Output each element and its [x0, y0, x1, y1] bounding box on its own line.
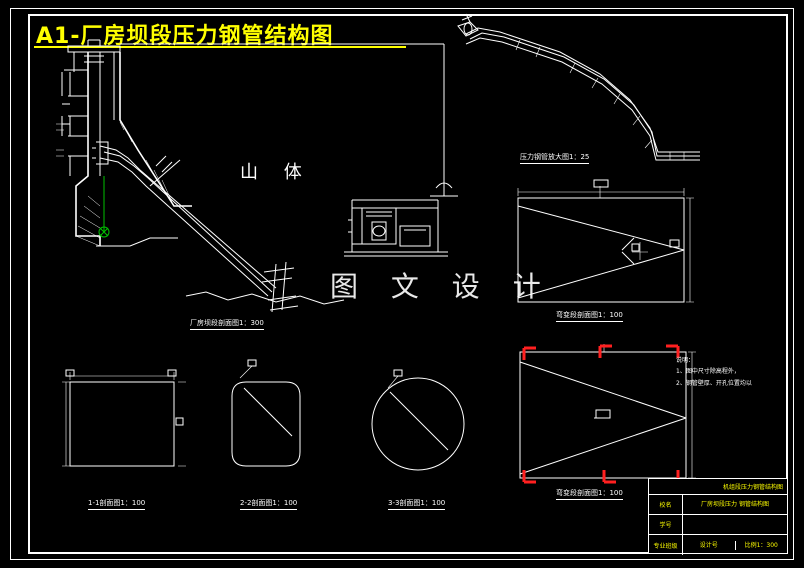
title-block-label-1: 校名: [649, 495, 683, 514]
notes-line-2: 2、钢管壁厚、开孔位置均以: [676, 379, 752, 387]
caption-bend-section-2: 弯变段剖面图1：100: [556, 488, 623, 500]
title-underline: [34, 46, 406, 48]
watermark-center: 图 文 设 计: [330, 270, 553, 303]
title-block-label-2: 学号: [649, 515, 683, 534]
title-block-sub-design-no: 设计号: [683, 540, 736, 550]
notes-block: 说明： 1、图中尺寸除高程外， 2、钢管壁厚、开孔位置均以: [676, 355, 752, 389]
caption-section-2-2: 2-2剖面图1：100: [240, 498, 298, 510]
caption-plant-section: 厂房坝段剖面图1：300: [190, 318, 264, 330]
title-block-header: 机组段压力钢管结构图: [649, 479, 787, 495]
bend-section-2-drawing: [519, 344, 696, 484]
penstock-profile-drawing: [457, 13, 700, 161]
title-block-value-3: 设计号 比例1：300: [683, 535, 787, 555]
sheet-border-outer: [10, 8, 794, 560]
dam-section-drawing: [56, 39, 458, 313]
section-2-2-drawing: [231, 359, 301, 467]
notes-heading: 说明：: [676, 357, 695, 364]
section-1-1-drawing: [62, 369, 186, 467]
caption-bend-section-1: 弯变段剖面图1：100: [556, 310, 623, 322]
title-block-value-2: [683, 515, 787, 534]
title-block-row-2: 学号: [649, 515, 787, 535]
title-block-value-1: 厂房坝段压力 钢管结构图: [701, 501, 769, 508]
bend-section-1-drawing: [517, 179, 694, 303]
sheet-border-inner: [28, 14, 788, 554]
title-block-row-1: 校名 厂房坝段压力 钢管结构图: [649, 495, 787, 515]
caption-penstock-detail: 压力钢管放大图1：25: [520, 152, 590, 164]
section-3-3-drawing: [371, 369, 465, 471]
title-block-row-3: 专业班级 设计号 比例1：300: [649, 535, 787, 555]
title-block-sub-scale: 比例1：300: [744, 541, 778, 549]
caption-section-3-3: 3-3剖面图1：100: [388, 498, 446, 510]
page-title: A1-厂房坝段压力钢管结构图: [36, 24, 334, 49]
title-block-label-3: 专业班级: [649, 535, 683, 555]
notes-line-1: 1、图中尺寸除高程外，: [676, 368, 740, 376]
mountain-label: 山 体: [240, 162, 312, 183]
caption-section-1-1: 1-1剖面图1：100: [88, 498, 146, 510]
title-block: 机组段压力钢管结构图 校名 厂房坝段压力 钢管结构图 学号 专业班级 设计号 比…: [648, 478, 788, 555]
